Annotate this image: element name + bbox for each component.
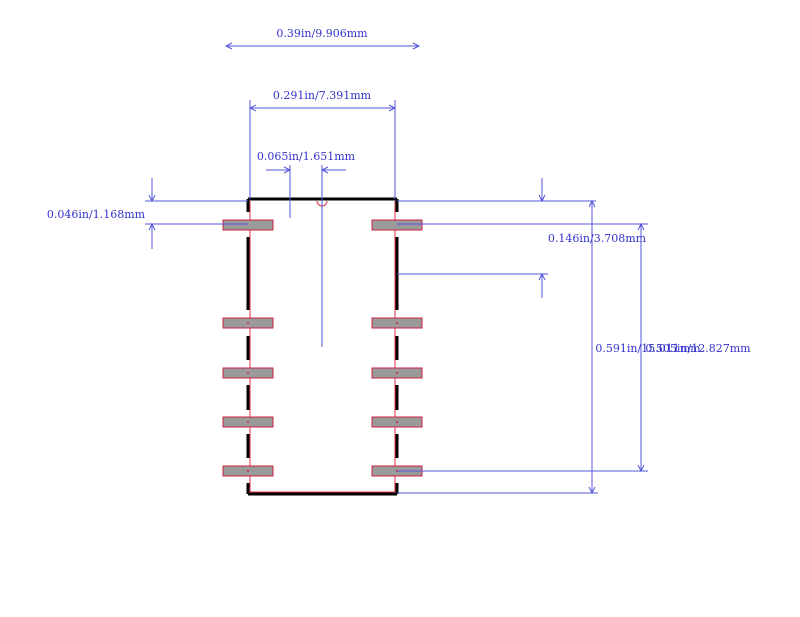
pad-center-mark	[247, 470, 249, 472]
dim-pitch-label: 0.065in/1.651mm	[257, 150, 356, 163]
pad-center-mark	[396, 372, 398, 374]
pad-center-mark	[247, 372, 249, 374]
dim-pin1-offset: 0.146in/3.708mm	[397, 178, 647, 298]
dim-pin1-offset-label: 0.146in/3.708mm	[548, 232, 647, 245]
body-outline	[246, 197, 399, 496]
pad-center-mark	[247, 421, 249, 423]
dim-overall-length-label: 0.591in/15.011mm	[595, 342, 701, 355]
dim-body-width: 0.291in/7.391mm	[248, 89, 397, 199]
dim-overall-width-label: 0.39in/9.906mm	[276, 27, 368, 40]
dim-pad-width-label: 0.046in/1.168mm	[47, 208, 146, 221]
dim-pad-width: 0.046in/1.168mm	[47, 178, 248, 249]
pad-10	[371, 219, 423, 231]
dim-pitch: 0.065in/1.651mm	[257, 150, 356, 347]
pad-center-mark	[396, 421, 398, 423]
pad-center-mark	[247, 322, 249, 324]
dim-overall-width: 0.39in/9.906mm	[224, 27, 421, 50]
pad-center-mark	[396, 322, 398, 324]
dim-pad-span: 0.505in/12.827mm	[397, 222, 751, 473]
dim-overall-length: 0.591in/15.011mm	[397, 199, 701, 495]
pad-1	[222, 219, 274, 231]
dim-pad-span-label: 0.505in/12.827mm	[645, 342, 751, 355]
dim-body-width-label: 0.291in/7.391mm	[273, 89, 372, 102]
